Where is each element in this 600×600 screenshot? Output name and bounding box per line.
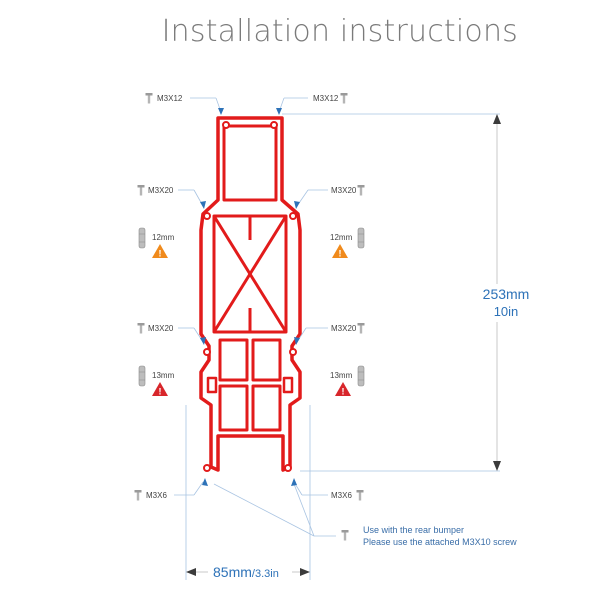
warning-icon xyxy=(152,244,168,259)
screw-mid-left: M3X20 xyxy=(137,323,174,334)
screw-upper-left: M3X20 xyxy=(137,185,174,196)
svg-text:13mm: 13mm xyxy=(330,371,353,380)
svg-text:M3X12: M3X12 xyxy=(313,94,339,103)
alert-icon xyxy=(335,382,351,397)
svg-text:Use with the rear bumper: Use with the rear bumper xyxy=(363,525,464,535)
screw-mid-right: M3X20 xyxy=(331,323,365,334)
bumper-note: Use with the rear bumper Please use the … xyxy=(341,525,517,547)
screw-top-left: M3X12 xyxy=(145,93,183,104)
width-dimension: 85mm/3.3in xyxy=(186,564,310,580)
svg-text:M3X20: M3X20 xyxy=(148,186,174,195)
standoff-upper-right: 12mm xyxy=(330,227,365,259)
alert-icon xyxy=(152,382,168,397)
height-in: 10in xyxy=(494,304,519,319)
screw-arrows xyxy=(200,108,300,486)
warning-icon xyxy=(332,244,348,259)
svg-text:M3X20: M3X20 xyxy=(148,324,174,333)
height-mm: 253mm xyxy=(483,286,530,302)
screw-upper-right: M3X20 xyxy=(331,185,365,196)
width-label: 85mm/3.3in xyxy=(213,564,279,580)
screw-bottom-left: M3X6 xyxy=(134,490,167,501)
svg-text:12mm: 12mm xyxy=(330,233,353,242)
callout-lines xyxy=(174,97,500,580)
standoff-lower-right: 13mm xyxy=(330,365,365,397)
svg-text:M3X6: M3X6 xyxy=(146,491,167,500)
standoff-upper-left: 12mm xyxy=(138,227,175,259)
standoff-lower-left: 13mm xyxy=(138,365,175,397)
page-title: Installation instructions xyxy=(161,14,518,49)
svg-text:13mm: 13mm xyxy=(152,371,175,380)
screw-icon xyxy=(341,530,349,541)
svg-text:12mm: 12mm xyxy=(152,233,175,242)
screw-top-right: M3X12 xyxy=(313,93,348,104)
screw-bottom-right: M3X6 xyxy=(331,490,364,501)
svg-text:M3X20: M3X20 xyxy=(331,186,357,195)
svg-text:Please use the attached M3X10: Please use the attached M3X10 screw xyxy=(363,537,517,547)
svg-text:M3X6: M3X6 xyxy=(331,491,352,500)
frame-plate xyxy=(199,116,302,472)
svg-text:M3X20: M3X20 xyxy=(331,324,357,333)
svg-text:M3X12: M3X12 xyxy=(157,94,183,103)
mounting-holes xyxy=(203,121,297,472)
height-dimension: 253mm 10in xyxy=(483,114,530,471)
